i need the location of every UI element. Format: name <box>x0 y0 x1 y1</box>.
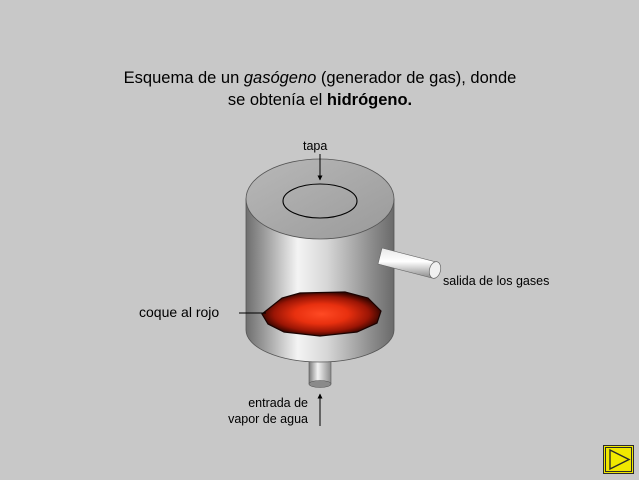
outlet-pipe <box>377 247 442 279</box>
label-salida-gases: salida de los gases <box>443 274 550 288</box>
next-slide-button[interactable] <box>603 445 634 474</box>
title-line1-prefix: Esquema de un <box>123 69 244 87</box>
slide-title: Esquema de un gasógeno (generador de gas… <box>60 67 580 111</box>
title-line2-prefix: se obtenía el <box>227 91 327 109</box>
label-coque-al-rojo: coque al rojo <box>139 304 220 320</box>
title-italic-term: gasógeno <box>243 69 317 87</box>
label-entrada-line2: vapor de agua <box>228 412 308 426</box>
label-entrada-line1: entrada de <box>248 396 308 410</box>
title-line1-suffix: (generador de gas), donde <box>316 69 517 87</box>
lid-opening <box>282 183 358 219</box>
hot-coke <box>261 291 382 337</box>
play-triangle-icon <box>603 445 634 474</box>
title-bold-term: hidrógeno. <box>326 91 413 109</box>
label-tapa: tapa <box>303 139 328 153</box>
label-entrada-vapor: entrada de vapor de agua <box>200 395 308 427</box>
